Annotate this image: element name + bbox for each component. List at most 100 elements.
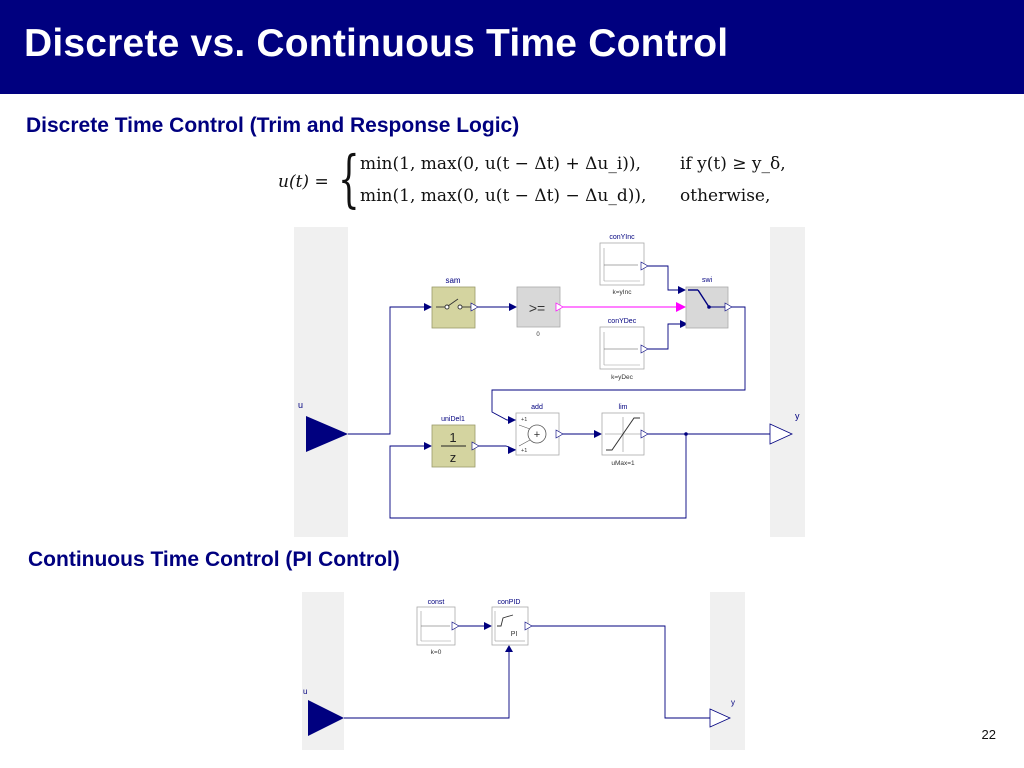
- arrow-swi-mid-icon: [676, 302, 686, 312]
- conYDec-plot-icon: [603, 332, 640, 366]
- wire-coninc-to-swi: [648, 265, 678, 291]
- formula-case-1-expr: min(1, max(0, u(t − Δt) + Δu_i)),: [360, 154, 641, 174]
- formula-case-1: min(1, max(0, u(t − Δt) + Δu_i)), if y(t…: [360, 154, 786, 174]
- const-block: [416, 606, 456, 646]
- pi-input-panel: [302, 592, 344, 750]
- swi-name: swi: [702, 277, 713, 284]
- pi-arrow-pid-bottom-icon: [505, 645, 513, 652]
- sam-output-icon: [470, 302, 479, 312]
- pi-wire-u-to-pid: [344, 652, 510, 719]
- const-output-icon: [451, 621, 460, 631]
- conYInc-param: k=yInc: [613, 289, 633, 296]
- wire-uniDel-to-add: [476, 445, 517, 451]
- wire-swi-to-add: [491, 306, 746, 421]
- pi-arrow-pid-icon: [484, 622, 492, 630]
- input-port-icon: [306, 416, 348, 452]
- switch-icon: [688, 289, 726, 308]
- formula-case-2-cond: otherwise,: [680, 186, 771, 206]
- conPID-output-icon: [524, 621, 533, 631]
- arrow-sam-icon: [424, 303, 432, 311]
- section-title-discrete: Discrete Time Control (Trim and Response…: [26, 114, 520, 137]
- pid-response-icon: [494, 611, 525, 642]
- arrow-uniDel-icon: [424, 442, 432, 450]
- signal-wires: [348, 265, 770, 519]
- formula-case-1-cond: if y(t) ≥ y_δ,: [680, 154, 786, 174]
- lim-block: [601, 412, 645, 456]
- formula-lhs: u(t) =: [278, 172, 329, 192]
- pi-output-port-icon: [709, 708, 731, 728]
- conYInc-plot-icon: [603, 248, 640, 282]
- pi-output-panel: [710, 592, 745, 750]
- sam-name: sam: [445, 276, 460, 285]
- swi-block: [685, 286, 729, 329]
- arrow-add-bottom-icon: [508, 446, 516, 454]
- add-gain-2: +1: [521, 448, 527, 454]
- switch-pivot-icon: [707, 305, 711, 309]
- uniDel-output-icon: [471, 441, 480, 451]
- output-port-icon: [769, 423, 793, 445]
- add-symbol: +: [534, 429, 540, 441]
- arrow-swi-top-icon: [678, 286, 686, 294]
- conPID-block: [491, 606, 529, 646]
- ge-param: 0: [536, 332, 540, 338]
- add-output-icon: [555, 429, 564, 439]
- pi-wires: [344, 625, 710, 719]
- const-param: k=0: [431, 649, 442, 656]
- conYDec-name: conYDec: [608, 318, 637, 325]
- add-circle-icon: [527, 424, 547, 444]
- title-bar: Discrete vs. Continuous Time Control: [0, 0, 1024, 94]
- conPID-label: PI: [511, 631, 518, 638]
- lim-name: lim: [619, 404, 628, 411]
- pi-input-port-icon: [308, 700, 344, 736]
- conYDec-param: k=yDec: [611, 374, 634, 381]
- output-label: y: [795, 411, 800, 421]
- pi-output-label: y: [731, 698, 735, 707]
- const-name: const: [428, 599, 445, 606]
- ge-block: [516, 286, 561, 328]
- input-panel: [294, 227, 348, 537]
- formula-case-2-expr: min(1, max(0, u(t − Δt) − Δu_d)),: [360, 186, 647, 206]
- uniDel1-block: [431, 424, 476, 468]
- add-block: [515, 412, 560, 456]
- conYDec-output-icon: [640, 344, 649, 354]
- swi-output-icon: [724, 302, 733, 312]
- add-gain-1: +1: [521, 417, 527, 423]
- arrow-add-top-icon: [508, 416, 516, 424]
- conYInc-name: conYInc: [609, 234, 635, 241]
- arrow-swi-bottom-icon: [680, 320, 688, 328]
- limiter-icon: [605, 417, 641, 452]
- add-input-lines: [518, 424, 531, 447]
- page-number: 22: [981, 727, 996, 742]
- control-formula: u(t) = { min(1, max(0, u(t − Δt) + Δu_i)…: [278, 144, 798, 218]
- const-plot-icon: [420, 611, 451, 642]
- wire-condec-to-swi: [648, 323, 680, 350]
- uniDel1-name: uniDel1: [441, 416, 465, 423]
- formula-case-2: min(1, max(0, u(t − Δt) − Δu_d)), otherw…: [360, 186, 770, 206]
- ge-symbol: >=: [529, 300, 545, 316]
- pi-wire-pid-to-y: [530, 625, 710, 719]
- arrowheads: [424, 286, 688, 454]
- conPID-name: conPID: [498, 599, 521, 606]
- arrow-ge-icon: [509, 303, 517, 311]
- lim-param: uMax=1: [611, 460, 635, 467]
- sampler-switch-icon: [436, 298, 471, 310]
- section-title-continuous: Continuous Time Control (PI Control): [28, 548, 400, 571]
- conYDec-block: [599, 326, 645, 370]
- input-label: u: [298, 400, 303, 410]
- arrow-lim-icon: [594, 430, 602, 438]
- wire-u-to-sam: [348, 306, 424, 435]
- formula-brace-icon: {: [338, 142, 360, 215]
- conYInc-output-icon: [640, 261, 649, 271]
- output-panel: [770, 227, 805, 537]
- lim-output-icon: [640, 429, 649, 439]
- wire-junction: [684, 432, 688, 436]
- wire-feedback: [389, 434, 687, 519]
- uniDel1-numerator: 1: [449, 430, 456, 445]
- page-title: Discrete vs. Continuous Time Control: [24, 22, 729, 65]
- conYInc-block: [599, 242, 645, 286]
- uniDel1-denominator: z: [450, 450, 457, 465]
- add-name: add: [531, 404, 543, 411]
- sam-block: [431, 286, 476, 329]
- ge-output-icon: [555, 302, 564, 312]
- pi-input-label: u: [303, 687, 307, 696]
